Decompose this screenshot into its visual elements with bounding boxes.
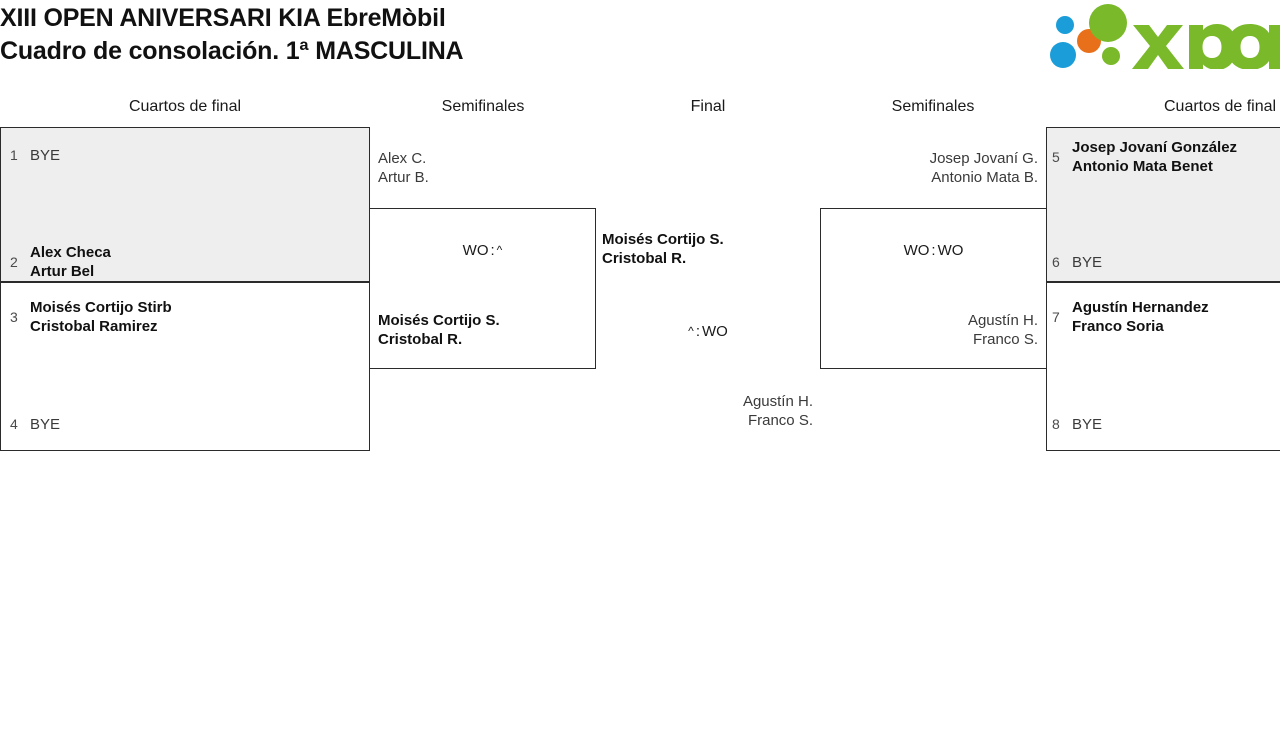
seed-number: 8 <box>1052 416 1060 432</box>
round-header-semifinals-right: Semifinales <box>891 98 975 115</box>
page-header: XIII OPEN ANIVERSARI KIA EbreMòbil Cuadr… <box>0 0 1280 78</box>
player-names: BYE <box>30 415 60 434</box>
bracket-entry-final-bottom[interactable]: Agustín H. Franco S. <box>743 392 813 430</box>
logo-dot-green-large <box>1089 4 1127 42</box>
bracket-entry-final-top[interactable]: Moisés Cortijo S. Cristobal R. <box>602 230 724 268</box>
player-name-2: Franco Soria <box>1072 318 1164 335</box>
bracket-entry-seed-2[interactable]: 2 Alex Checa Artur Bel <box>10 243 111 281</box>
seed-number: 2 <box>10 253 18 270</box>
draw-subtitle: Cuadro de consolación. 1ª MASCULINA <box>0 37 464 65</box>
player-name-1: Moisés Cortijo Stirb <box>30 299 172 316</box>
bracket-entry-seed-6[interactable]: 6 BYE <box>1052 253 1102 272</box>
score-right-value: WO <box>701 323 728 340</box>
player-name-1: Josep Jovaní G. <box>929 150 1038 167</box>
player-names: Josep Jovaní G. Antonio Mata B. <box>930 149 1038 187</box>
logo-dot-blue-small <box>1056 16 1074 34</box>
bracket-entry-seed-3[interactable]: 3 Moisés Cortijo Stirb Cristobal Ramirez <box>10 298 172 336</box>
bracket-entry-seed-1[interactable]: 1 BYE <box>10 146 60 165</box>
round-header-semifinals-left: Semifinales <box>441 98 525 115</box>
player-names: Alex C. Artur B. <box>378 149 429 187</box>
player-names: Alex Checa Artur Bel <box>30 243 111 281</box>
player-names: Josep Jovaní González Antonio Mata Benet <box>1072 138 1237 176</box>
seed-number: 3 <box>10 308 18 325</box>
seed-number: 1 <box>10 147 18 163</box>
player-name-2: Franco S. <box>972 331 1038 348</box>
score-final: ^:WO <box>596 322 820 341</box>
match-box-semifinal-left[interactable] <box>369 208 596 369</box>
match-box-qf-right-1[interactable] <box>1046 127 1280 282</box>
player-name-2: Antonio Mata Benet <box>1072 158 1213 175</box>
seed-number: 5 <box>1052 148 1060 165</box>
match-box-qf-left-1[interactable] <box>0 127 370 282</box>
logo-wordmark <box>1132 24 1280 69</box>
player-name-1: Moisés Cortijo S. <box>602 231 724 248</box>
player-name-1: Alex C. <box>378 150 427 167</box>
tournament-name: XIII OPEN ANIVERSARI KIA EbreMòbil <box>0 4 446 32</box>
player-name-1: Agustín H. <box>742 393 813 410</box>
player-names: BYE <box>30 146 60 165</box>
score-separator: : <box>490 242 495 259</box>
player-name-1: BYE <box>1072 254 1103 271</box>
score-semifinal-right: WO:WO <box>820 241 1047 260</box>
score-right-value: ^ <box>496 243 503 257</box>
player-name-2: Franco S. <box>747 412 813 429</box>
bracket-entry-seed-4[interactable]: 4 BYE <box>10 415 60 434</box>
score-left-value: WO <box>462 242 489 259</box>
score-left-value: WO <box>903 242 930 259</box>
player-names: Moisés Cortijo S. Cristobal R. <box>378 311 500 349</box>
player-names: Agustín H. Franco S. <box>743 392 813 430</box>
seed-number: 4 <box>10 416 18 432</box>
player-names: Moisés Cortijo Stirb Cristobal Ramirez <box>30 298 172 336</box>
player-names: Agustín Hernandez Franco Soria <box>1072 298 1209 336</box>
player-name-1: BYE <box>30 147 61 164</box>
player-name-2: Cristobal R. <box>602 250 687 267</box>
bracket-entry-seed-5[interactable]: 5 Josep Jovaní González Antonio Mata Ben… <box>1052 138 1237 176</box>
round-header-quarterfinals-right: Cuartos de final <box>1164 98 1277 115</box>
player-name-2: Antonio Mata B. <box>931 169 1038 186</box>
logo-dot-blue-large <box>1050 42 1076 68</box>
round-header-quarterfinals-left: Cuartos de final <box>128 98 242 115</box>
match-box-qf-left-2[interactable] <box>0 282 370 451</box>
player-name-1: Alex Checa <box>30 244 111 261</box>
score-left-value: ^ <box>688 324 694 338</box>
player-name-1: BYE <box>30 416 61 433</box>
logo-dot-green-small <box>1102 47 1120 65</box>
page-title: XIII OPEN ANIVERSARI KIA EbreMòbil Cuadr… <box>0 2 464 68</box>
score-separator: : <box>931 242 936 259</box>
bracket-entry-seed-7[interactable]: 7 Agustín Hernandez Franco Soria <box>1052 298 1209 336</box>
score-semifinal-left: WO:^ <box>369 241 596 260</box>
player-name-2: Cristobal R. <box>378 331 463 348</box>
seed-number: 7 <box>1052 308 1060 325</box>
player-names: BYE <box>1072 415 1102 434</box>
player-name-2: Artur B. <box>378 169 429 186</box>
round-header-final: Final <box>690 98 726 115</box>
score-right-value: WO <box>937 242 964 259</box>
player-name-2: Cristobal Ramirez <box>30 318 158 335</box>
match-box-qf-right-2[interactable] <box>1046 282 1280 451</box>
player-name-1: Agustín Hernandez <box>1072 299 1209 316</box>
seed-number: 6 <box>1052 254 1060 270</box>
player-name-2: Artur Bel <box>30 263 95 280</box>
player-name-1: Moisés Cortijo S. <box>378 312 500 329</box>
bracket-entry-semifinal-left-bottom[interactable]: Moisés Cortijo S. Cristobal R. <box>378 311 500 349</box>
player-names: Moisés Cortijo S. Cristobal R. <box>602 230 724 268</box>
xporty-logo[interactable] <box>1045 3 1280 69</box>
bracket-entry-semifinal-right-top[interactable]: Josep Jovaní G. Antonio Mata B. <box>930 149 1038 187</box>
bracket-entry-semifinal-right-bottom[interactable]: Agustín H. Franco S. <box>968 311 1038 349</box>
player-name-1: Josep Jovaní González <box>1072 139 1238 156</box>
player-names: BYE <box>1072 253 1102 272</box>
bracket-entry-semifinal-left-top[interactable]: Alex C. Artur B. <box>378 149 429 187</box>
player-name-1: BYE <box>1072 416 1103 433</box>
player-name-1: Agustín H. <box>967 312 1038 329</box>
player-names: Agustín H. Franco S. <box>968 311 1038 349</box>
bracket-entry-seed-8[interactable]: 8 BYE <box>1052 415 1102 434</box>
match-box-semifinal-right[interactable] <box>820 208 1047 369</box>
score-separator: : <box>695 323 700 340</box>
